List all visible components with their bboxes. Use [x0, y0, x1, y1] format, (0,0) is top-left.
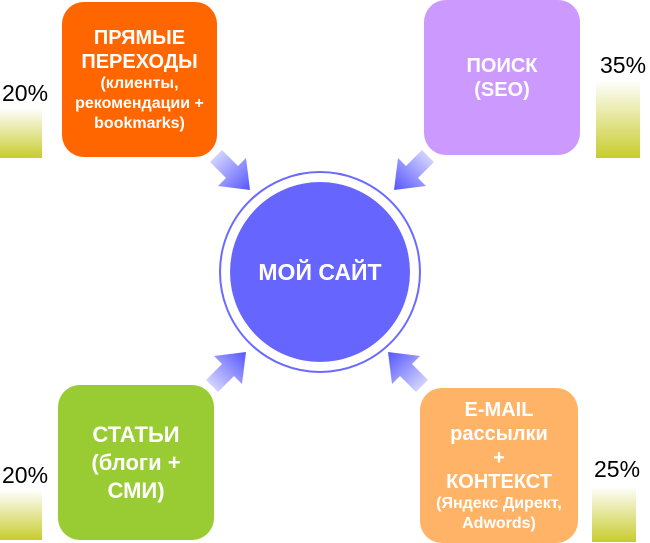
source-title-line: (блоги + [91, 449, 181, 475]
source-title-line: E-MAIL [464, 398, 534, 421]
source-detail-line: (клиенты, [100, 74, 179, 92]
percent-email: 25% [594, 456, 641, 482]
arrow-up-left-icon [388, 352, 428, 392]
source-title-line: СМИ) [107, 477, 165, 503]
arrow-down-left-icon [394, 150, 434, 190]
source-title-line: КОНТЕКСТ [446, 470, 552, 493]
source-title-line: ПЕРЕХОДЫ [81, 50, 198, 73]
source-detail-line: bookmarks) [94, 114, 185, 132]
source-title-line: рассылки [450, 422, 548, 445]
percent-articles: 20% [2, 462, 49, 488]
source-title-line: ПРЯМЫЕ [93, 26, 186, 49]
source-title-line: + [493, 446, 505, 469]
center-circle: МОЙ САЙТ [230, 182, 410, 362]
percent-direct: 20% [2, 80, 49, 106]
percent-search: 35% [600, 52, 647, 78]
source-box-email: E-MAIL рассылки + КОНТЕКСТ (Яндекс Дирек… [420, 388, 578, 543]
source-title-line: СТАТЬИ [92, 421, 180, 447]
source-title-line: ПОИСК [466, 54, 538, 77]
percent-bar-articles [0, 490, 42, 540]
arrow-up-right-icon [206, 352, 246, 392]
center-label: МОЙ САЙТ [258, 258, 382, 285]
arrow-down-right-icon [210, 150, 250, 190]
source-box-articles: СТАТЬИ (блоги + СМИ) [58, 385, 214, 540]
source-box-search: ПОИСК (SEO) [424, 0, 580, 155]
percent-bar-email [592, 486, 636, 542]
source-title-line: (SEO) [474, 78, 530, 101]
source-detail-line: рекомендации + [75, 94, 204, 112]
source-detail-line: (Яндекс Директ, [436, 494, 562, 512]
source-detail-line: Adwords) [462, 514, 536, 532]
source-box-direct: ПРЯМЫЕ ПЕРЕХОДЫ (клиенты, рекомендации +… [62, 2, 217, 157]
percent-bar-search [596, 80, 640, 158]
percent-bar-direct [0, 108, 42, 158]
